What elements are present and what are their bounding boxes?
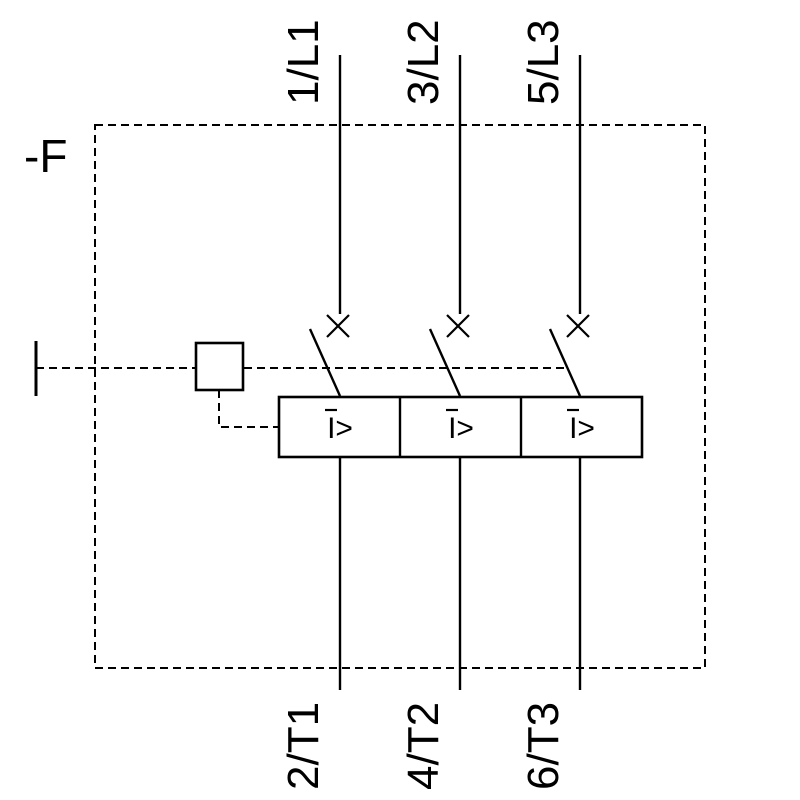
overcurrent-symbol: I> xyxy=(448,412,474,445)
pole1-breaker-cross-icon xyxy=(326,314,350,338)
trip-unit-3-symbol: I> xyxy=(567,408,595,445)
overcurrent-symbol: I> xyxy=(569,412,595,445)
trip-linkage-line xyxy=(218,390,279,428)
terminal-label-top-1: 1/L1 xyxy=(279,19,328,105)
overcurrent-symbol: I> xyxy=(327,412,353,445)
terminal-label-bottom-1: 2/T1 xyxy=(279,702,328,790)
terminal-label-top-3: 5/L3 xyxy=(519,19,568,105)
pole2-breaker-cross-icon xyxy=(446,314,470,338)
terminal-label-bottom-2: 4/T2 xyxy=(399,702,448,790)
pole2-breaker-blade xyxy=(428,328,462,397)
terminal-label-top-2: 3/L2 xyxy=(399,19,448,105)
device-label: -F xyxy=(24,130,67,182)
pole3-breaker-cross-icon xyxy=(566,314,590,338)
device-boundary xyxy=(94,124,706,669)
terminal-label-bottom-3: 6/T3 xyxy=(519,702,568,790)
trip-unit-1-symbol: I> xyxy=(325,408,353,445)
trip-unit-row xyxy=(277,395,644,459)
pole3-breaker-blade xyxy=(548,328,582,397)
pole1-breaker-blade xyxy=(308,328,342,397)
trip-unit-2-symbol: I> xyxy=(446,408,474,445)
mechanism-box xyxy=(194,341,245,392)
